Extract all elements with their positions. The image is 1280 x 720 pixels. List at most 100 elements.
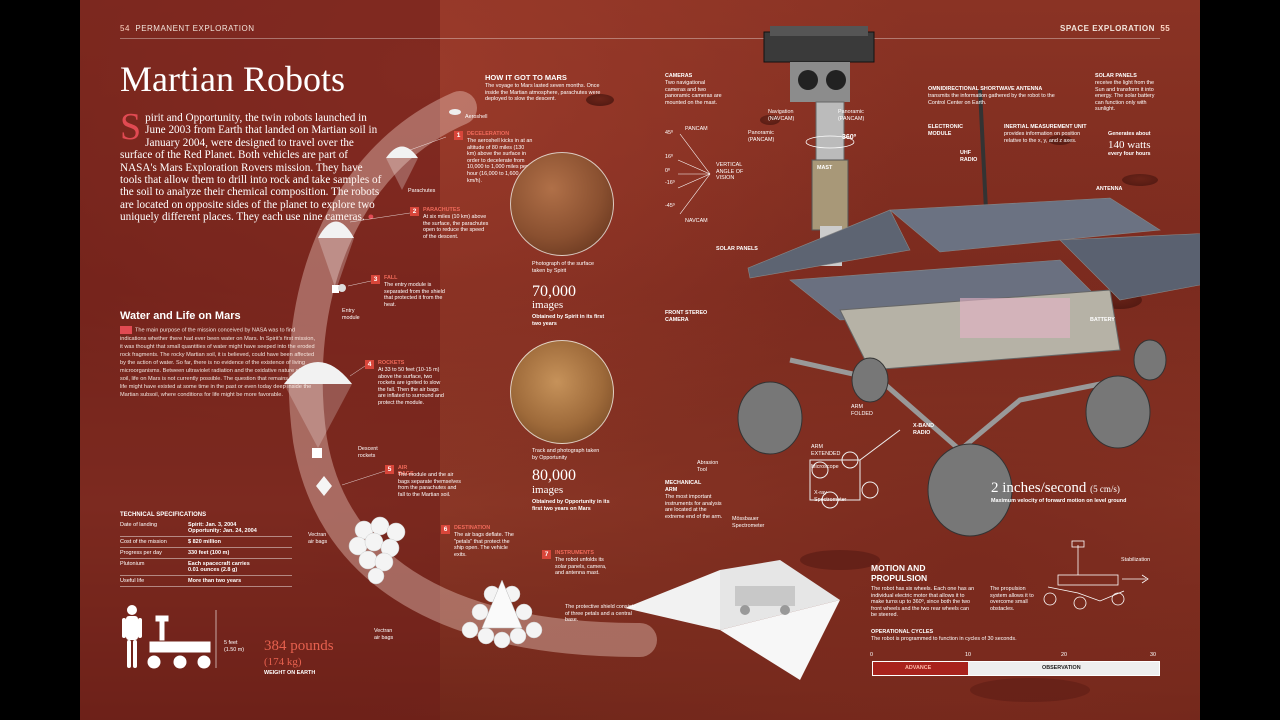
water-body: The main purpose of the mission conceive…	[120, 327, 316, 399]
label-navcam-bottom: NAVCAM	[685, 218, 708, 224]
human-silhouette-icon	[122, 605, 142, 668]
label-solar-panels: SOLAR PANELS	[716, 246, 758, 252]
drop-cap: S	[120, 106, 142, 148]
camera-head-icon	[763, 26, 875, 102]
label-vectran-1: Vectran air bags	[308, 532, 328, 545]
step-text: At 33 to 50 feet (10-15 m) above the sur…	[378, 367, 444, 406]
mars-terrain	[586, 94, 1158, 702]
step-title: DESTINATION	[454, 525, 491, 531]
left-page-number: 54	[120, 24, 130, 33]
step-title: FALL	[384, 275, 398, 281]
specs-key: Date of landing	[120, 520, 188, 537]
label-navcam: Navigation (NAVCAM)	[768, 109, 795, 122]
mech-arm-text: The most important instruments for analy…	[665, 494, 723, 520]
intro-text: pirit and Opportunity, the twin robots l…	[120, 112, 382, 224]
label-stabilization: Stabilization	[1121, 557, 1151, 563]
scale-figures	[122, 605, 217, 669]
label-arm-extended: ARM EXTENDED	[811, 444, 841, 457]
motion-heading-2: PROPULSION	[871, 573, 928, 583]
step-number-badge: 7	[542, 550, 551, 559]
magazine-spread: 54 PERMANENT EXPLORATION SPACE EXPLORATI…	[80, 0, 1200, 720]
label-arm-folded: ARM FOLDED	[851, 404, 873, 417]
every-four-hours: every four hours	[1108, 151, 1151, 157]
label-vertical-angle: VERTICAL ANGLE OF VISION	[716, 162, 744, 181]
label-battery: BATTERY	[1090, 317, 1115, 323]
cycles-heading: OPERATIONAL CYCLES	[871, 629, 934, 635]
cycles-text: The robot is programmed to function in c…	[871, 636, 1017, 642]
rover-illustration	[737, 26, 1200, 537]
weight-label: WEIGHT ON EARTH	[264, 670, 316, 676]
generates-label: Generates about	[1108, 131, 1151, 137]
speed-note: Maximum velocity of forward motion on le…	[991, 498, 1127, 504]
solar-panel-icon	[747, 197, 1200, 321]
weight-kg: (174 kg)	[264, 656, 302, 668]
vertical-angle-diagram	[677, 133, 711, 215]
spirit-caption: Photograph of the surface taken by Spiri…	[532, 261, 595, 274]
weight-lb: 384 pounds	[264, 638, 334, 654]
specs-value: Spirit: Jan. 3, 2004 Opportunity: Jan. 2…	[188, 520, 292, 537]
aeroshell-icon	[449, 109, 461, 115]
step-title: PARACHUTES	[423, 207, 461, 213]
opportunity-caption: Track and photograph taken by Opportunit…	[532, 448, 600, 461]
label-uhf-radio: UHF RADIO	[960, 150, 978, 163]
label-pancam-2: Panoramic (PANCAM)	[838, 109, 865, 122]
step-text: The air bags deflate. The "petals" that …	[454, 532, 514, 558]
label-pancam-1: Panoramic (PANCAM)	[748, 130, 775, 143]
label-microscope: Microscope	[811, 464, 839, 470]
battery-icon	[960, 298, 1070, 338]
landing-intro: The voyage to Mars lasted seven months. …	[485, 83, 601, 103]
airbag-cluster-icon	[348, 516, 406, 585]
step-number-badge: 5	[385, 465, 394, 474]
step-title: INSTRUMENTS	[555, 550, 594, 556]
water-text: The main purpose of the mission conceive…	[120, 326, 316, 399]
step-number-badge: 3	[371, 275, 380, 284]
angle-label: 16º	[665, 154, 673, 160]
spirit-unit: images	[532, 299, 564, 311]
rover-silhouette-icon	[147, 615, 211, 669]
label-vectran-2: Vectran air bags	[374, 628, 394, 641]
label-antenna: ANTENNA	[1096, 186, 1123, 192]
label-xray: X-ray Spectrometer	[814, 490, 847, 503]
label-mast: MAST	[817, 165, 833, 171]
header-rule	[120, 38, 1160, 39]
mech-arm-heading: MECHANICAL ARM	[665, 480, 702, 493]
landing-petals-icon	[625, 560, 840, 680]
propulsion-text: The propulsion system allows it to overc…	[990, 586, 1034, 612]
cycle-tick-label: 10	[965, 652, 971, 658]
water-heading: Water and Life on Mars	[120, 310, 241, 322]
step-text: The module and the air bags separate the…	[398, 472, 461, 498]
motion-text: The robot has six wheels. Each one has a…	[871, 586, 975, 619]
step-title: AIR BAGS	[398, 465, 414, 477]
height-ft: 5 feet	[224, 640, 238, 646]
motion-heading-1: MOTION AND	[871, 563, 926, 573]
parachute-icon-2	[318, 221, 354, 293]
descent-path-diagram	[284, 91, 840, 680]
cycle-tick-label: 20	[1061, 652, 1067, 658]
speed-cm: (5 cm/s)	[1090, 484, 1120, 494]
label-front-camera: FRONT STEREO CAMERA	[665, 310, 708, 323]
spirit-count: 70,000	[532, 283, 576, 300]
left-section-label: PERMANENT EXPLORATION	[135, 24, 255, 33]
left-panel-overlay	[80, 0, 440, 720]
specs-key: Useful life	[120, 575, 188, 587]
angle-label: 45º	[665, 130, 673, 136]
advance-label: ADVANCE	[905, 665, 932, 671]
entry-module-icon	[338, 284, 346, 292]
spirit-photo	[510, 152, 614, 256]
label-pancam-left: PANCAM	[685, 126, 708, 132]
omni-antenna-icon	[978, 89, 988, 211]
angle-label: -45º	[665, 203, 675, 209]
cycle-tick-label: 0	[870, 652, 873, 658]
mast-icon	[815, 101, 845, 163]
angle-label: 0º	[665, 168, 670, 174]
label-aeroshell: Aeroshell	[465, 114, 488, 120]
rotation-arrow-icon	[805, 135, 855, 149]
step-text: The robot unfolds its solar panels, came…	[555, 557, 607, 577]
